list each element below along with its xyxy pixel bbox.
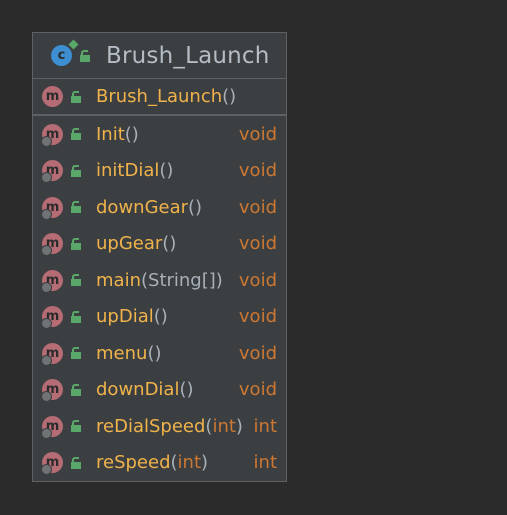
- param-type: int: [177, 452, 202, 474]
- method-name: initDial: [96, 160, 160, 182]
- class-header[interactable]: c Brush_Launch: [33, 33, 286, 79]
- method-row[interactable]: m reSpeed(int) int: [33, 445, 286, 482]
- return-type: void: [238, 379, 277, 401]
- public-lock-icon: [71, 201, 81, 214]
- method-params: (): [147, 342, 162, 364]
- params-open: (: [170, 452, 178, 474]
- method-name: reDialSpeed: [96, 415, 206, 437]
- method-row[interactable]: m Init() void: [33, 116, 286, 153]
- method-row[interactable]: m upGear() void: [33, 226, 286, 263]
- params-open: (: [205, 415, 213, 437]
- method-m-icon: m: [41, 379, 63, 403]
- public-lock-icon: [71, 164, 81, 177]
- return-type: void: [238, 123, 277, 145]
- return-type: int: [253, 452, 277, 474]
- method-m-icon: m: [41, 415, 63, 439]
- class-c-icon: c: [51, 39, 79, 66]
- method-params: (int): [171, 452, 209, 473]
- method-name: upGear: [96, 233, 163, 255]
- return-type: int: [253, 415, 277, 437]
- method-name: upDial: [96, 306, 154, 328]
- method-m-icon: m: [41, 452, 63, 476]
- public-lock-icon: [71, 90, 81, 103]
- pin-icon: [68, 39, 79, 50]
- method-m-icon: m: [41, 123, 63, 147]
- return-type: void: [238, 306, 277, 328]
- param-type: int: [212, 415, 236, 437]
- constructor-name: Brush_Launch: [96, 86, 223, 107]
- method-params: (int): [205, 416, 243, 437]
- return-type: void: [238, 342, 277, 364]
- public-lock-icon: [71, 237, 81, 250]
- method-name: main: [96, 269, 141, 291]
- method-m-icon: m: [41, 196, 63, 220]
- params-close: ): [201, 452, 209, 474]
- method-params: (): [188, 196, 203, 218]
- method-params: (): [159, 160, 174, 182]
- method-row[interactable]: m reDialSpeed(int) int: [33, 408, 286, 445]
- params-open: (: [140, 269, 149, 291]
- method-name: Init: [96, 123, 125, 145]
- public-lock-icon: [71, 347, 81, 360]
- method-row[interactable]: m downDial () void: [33, 372, 286, 409]
- method-m-icon: m: [41, 233, 63, 257]
- class-title: Brush_Launch: [106, 42, 270, 69]
- params-close: ): [235, 415, 243, 437]
- public-lock-icon: [71, 456, 81, 469]
- method-params: (): [153, 306, 168, 328]
- public-lock-icon: [71, 274, 81, 287]
- method-row[interactable]: m initDial () void: [33, 153, 286, 190]
- return-type: void: [238, 233, 277, 255]
- public-lock-icon: [71, 420, 81, 433]
- method-name: reSpeed: [96, 452, 171, 474]
- method-params: (String[]): [141, 270, 223, 291]
- method-row[interactable]: m upDial () void: [33, 299, 286, 336]
- method-row[interactable]: m menu() void: [33, 335, 286, 372]
- constructor-row[interactable]: m Brush_Launch(): [33, 79, 286, 116]
- method-m-icon: m: [41, 342, 63, 366]
- method-m-icon: m: [42, 86, 63, 107]
- params-close: ): [215, 269, 223, 291]
- uml-class-box[interactable]: c Brush_Launch m Brush_Launch() m Init()…: [32, 32, 287, 482]
- method-name: downGear: [96, 196, 189, 218]
- method-params: (): [124, 123, 139, 145]
- method-name: downDial: [96, 379, 180, 401]
- method-m-icon: m: [41, 269, 63, 293]
- public-lock-icon: [80, 49, 90, 62]
- constructor-params: (): [222, 86, 237, 107]
- return-type: void: [238, 269, 277, 291]
- method-name: menu: [96, 342, 148, 364]
- method-m-icon: m: [41, 160, 63, 184]
- public-lock-icon: [71, 383, 81, 396]
- method-params: (): [179, 379, 194, 401]
- public-lock-icon: [71, 310, 81, 323]
- public-lock-icon: [71, 128, 81, 141]
- method-row[interactable]: m downGear() void: [33, 189, 286, 226]
- param-type: String[]: [148, 269, 216, 291]
- method-m-icon: m: [41, 306, 63, 330]
- return-type: void: [238, 196, 277, 218]
- methods-section: m Init() void m initDial () void m downG…: [33, 116, 286, 481]
- return-type: void: [238, 160, 277, 182]
- method-row[interactable]: m main(String[]) void: [33, 262, 286, 299]
- method-params: (): [162, 233, 177, 255]
